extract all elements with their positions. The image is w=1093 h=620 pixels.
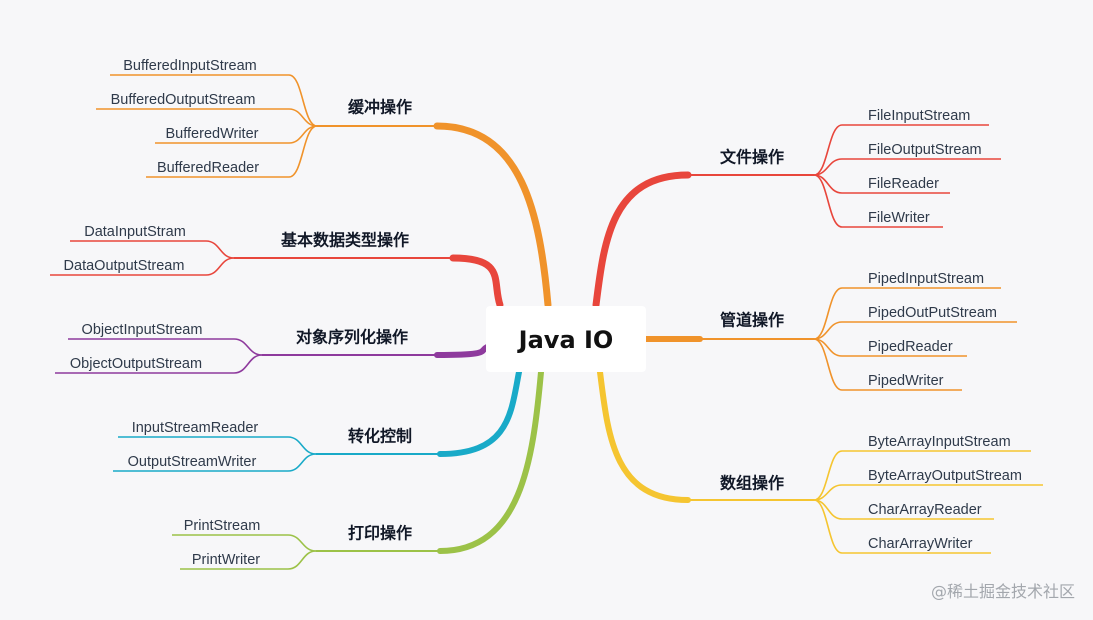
branch-connector (434, 344, 490, 358)
leaf-label[interactable]: FileInputStream (868, 108, 970, 124)
leaf-label[interactable]: InputStreamReader (132, 420, 259, 436)
leaf-connector (813, 499, 991, 554)
leaf-label[interactable]: BufferedInputStream (123, 58, 257, 74)
branch-label[interactable]: 基本数据类型操作 (280, 231, 409, 250)
branch-label[interactable]: 转化控制 (348, 427, 412, 446)
branch-connector (592, 171, 692, 309)
leaf-label[interactable]: PipedWriter (868, 373, 944, 389)
leaf-label[interactable]: PipedOutPutStream (868, 305, 997, 321)
leaf-label[interactable]: ObjectInputStream (82, 322, 203, 338)
leaf-label[interactable]: CharArrayReader (868, 502, 982, 518)
branch-connector (433, 122, 552, 309)
leaf-connector (68, 338, 263, 356)
leaf-label[interactable]: ObjectOutputStream (70, 356, 202, 372)
branch-connector (437, 369, 544, 554)
mind-map-links (50, 74, 1043, 570)
branch-label[interactable]: 文件操作 (720, 148, 784, 167)
leaf-connector (96, 108, 318, 127)
branch-connector (597, 369, 691, 503)
leaf-connector (813, 124, 989, 176)
leaf-label[interactable]: OutputStreamWriter (128, 454, 257, 470)
leaf-connector (813, 338, 962, 391)
leaf-connector (55, 354, 263, 374)
leaf-label[interactable]: PipedReader (868, 339, 953, 355)
leaf-connector (813, 321, 1017, 340)
leaf-connector (813, 158, 1001, 176)
root-node[interactable]: Java IO (486, 306, 646, 372)
leaf-connector (113, 453, 317, 472)
leaf-connector (813, 174, 943, 228)
leaf-label[interactable]: PrintStream (184, 518, 261, 534)
leaf-connector (110, 74, 318, 127)
leaf-connector (813, 450, 1031, 501)
leaf-label[interactable]: ByteArrayOutputStream (868, 468, 1022, 484)
leaf-connector (146, 125, 318, 178)
root-box (486, 306, 646, 372)
watermark: @稀土掘金技术社区 (930, 582, 1075, 601)
leaf-label[interactable]: DataInputStram (84, 224, 186, 240)
leaf-label[interactable]: BufferedWriter (166, 126, 259, 142)
branch-label[interactable]: 管道操作 (720, 311, 784, 330)
branch-label[interactable]: 打印操作 (348, 524, 412, 543)
leaf-connector (180, 550, 317, 570)
leaf-connector (813, 484, 1043, 501)
branch-label[interactable]: 数组操作 (720, 474, 784, 493)
leaf-label[interactable]: ByteArrayInputStream (868, 434, 1011, 450)
leaf-label[interactable]: PipedInputStream (868, 271, 984, 287)
branch-connector (437, 369, 522, 457)
branch-label[interactable]: 缓冲操作 (347, 98, 412, 117)
leaf-connector (172, 534, 317, 552)
leaf-label[interactable]: BufferedOutputStream (111, 92, 256, 108)
leaf-label[interactable]: CharArrayWriter (868, 536, 973, 552)
leaf-connector (50, 257, 235, 276)
mind-map-labels: 缓冲操作 BufferedInputStreamBufferedOutputStr… (64, 58, 1022, 568)
branch-connector (449, 254, 504, 309)
leaf-connector (118, 436, 317, 455)
leaf-label[interactable]: FileWriter (868, 210, 930, 226)
leaf-label[interactable]: DataOutputStream (64, 258, 185, 274)
root-label: Java IO (517, 326, 614, 354)
branch-label[interactable]: 对象序列化操作 (296, 328, 408, 347)
leaf-label[interactable]: BufferedReader (157, 160, 259, 176)
leaf-label[interactable]: PrintWriter (192, 552, 260, 568)
leaf-connector (70, 240, 235, 259)
leaf-label[interactable]: FileReader (868, 176, 939, 192)
leaf-label[interactable]: FileOutputStream (868, 142, 982, 158)
leaf-connector (813, 287, 1001, 340)
